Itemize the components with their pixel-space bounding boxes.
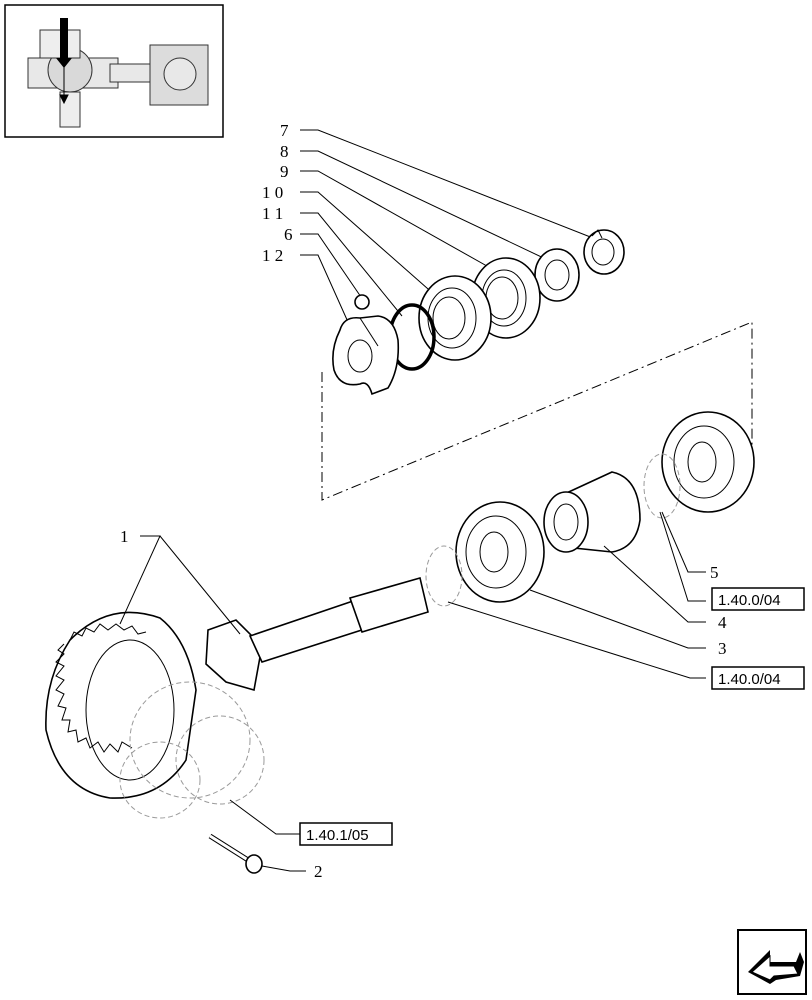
callout-10: 1 0: [262, 183, 283, 202]
callout-9: 9: [280, 162, 289, 181]
ghost-race-lower: [425, 545, 463, 607]
leader-lines-bottom: [119, 511, 706, 872]
callout-3: 3: [718, 639, 727, 658]
callout-7: 7: [280, 121, 289, 140]
part-8-ring-nut: [534, 248, 580, 302]
callout-8: 8: [280, 142, 289, 161]
ref-box-bearing-lower[interactable]: 1.40.0/04: [711, 666, 805, 690]
callout-1: 1: [120, 527, 129, 546]
callout-11: 1 1: [262, 204, 283, 223]
ref-box-differential[interactable]: 1.40.1/05: [299, 822, 393, 846]
callout-6: 6: [284, 225, 293, 244]
leader-lines-top: [300, 129, 599, 323]
ref-label-bearing-upper[interactable]: 1.40.0/04: [718, 592, 781, 609]
ghost-differential: [119, 681, 265, 819]
ref-label-differential[interactable]: 1.40.1/05: [306, 827, 369, 844]
part-4-spacer-sleeve: [543, 471, 641, 553]
part-7-snap-ring: [583, 229, 625, 275]
callout-2: 2: [314, 862, 323, 881]
assembly-connection-line: [321, 321, 753, 501]
callout-12: 1 2: [262, 246, 283, 265]
ghost-race-upper: [643, 453, 681, 519]
ref-label-bearing-lower[interactable]: 1.40.0/04: [718, 671, 781, 688]
callout-5: 5: [710, 563, 719, 582]
part-6-ball: [354, 294, 370, 310]
part-2-bolt: [208, 833, 263, 874]
part-5-taper-bearing: [661, 411, 755, 513]
callout-4: 4: [718, 613, 727, 632]
part-3-bearing: [455, 501, 545, 603]
axle-assembly-thumbnail-icon[interactable]: [4, 4, 224, 138]
navigate-previous-arrow-icon[interactable]: [737, 929, 807, 995]
part-1-crown-wheel-and-pinion: [45, 577, 429, 799]
ref-box-bearing-upper[interactable]: 1.40.0/04: [711, 587, 805, 611]
part-12-split-spacer: [332, 315, 400, 396]
